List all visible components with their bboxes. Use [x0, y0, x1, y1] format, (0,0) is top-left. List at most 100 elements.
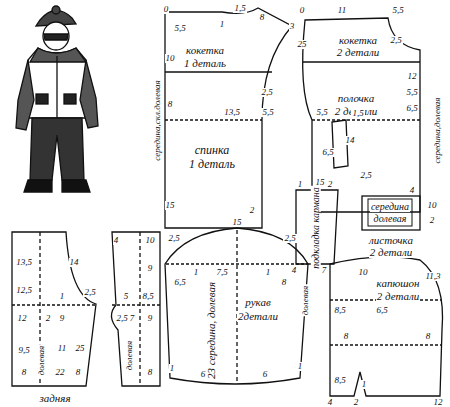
dimension-label: 1 — [59, 292, 66, 301]
dimension-label: 0 — [299, 6, 306, 15]
piece-name: долевая — [373, 214, 408, 224]
dimension-label: 2 — [45, 314, 52, 323]
dimension-label: 2,5 — [83, 288, 96, 297]
dimension-label: 1 — [297, 180, 304, 189]
dimension-label: 6 — [200, 370, 207, 379]
dimension-label: 12,5 — [15, 286, 33, 295]
dimension-label: 2,5 — [283, 234, 296, 243]
dimension-label: 5,5 — [315, 108, 328, 117]
dimension-label: 2 — [353, 398, 360, 407]
piece-name: кокетка — [185, 45, 225, 56]
dimension-label: 1 — [265, 268, 272, 277]
dimension-label: 7 — [129, 314, 136, 323]
dimension-label: 7,5 — [215, 268, 228, 277]
dimension-label: 1 — [297, 362, 304, 371]
dimension-label: долевая — [301, 284, 310, 316]
dimension-label: 2,5 — [389, 36, 402, 45]
dimension-label: 11 — [337, 6, 347, 15]
piece-name: рукав — [244, 297, 271, 308]
piece-name: подкладка кармана — [311, 186, 321, 270]
dimension-label: 8 — [281, 278, 288, 287]
dimension-label: 1,5 — [233, 4, 246, 13]
dimension-label: 9 — [147, 314, 154, 323]
dimension-label: 1 — [193, 268, 200, 277]
dimension-label: 8 — [21, 368, 28, 377]
dimension-label: 15 — [165, 201, 176, 210]
dimension-label: 10 — [165, 54, 176, 63]
dimension-label: 12 — [407, 72, 418, 81]
piece-name: 2 детали — [369, 247, 414, 258]
piece-name: 1 деталь — [188, 158, 236, 170]
dimension-label: 12 — [17, 314, 28, 323]
dimension-label: 15 — [315, 178, 326, 187]
dimension-label: 13,5 — [15, 258, 33, 267]
dimension-label: долевая — [37, 344, 46, 376]
dimension-label: 4 — [327, 398, 334, 407]
dimension-label: 2 — [249, 206, 256, 215]
dimension-label: середина,скл.долевая — [153, 79, 162, 161]
dimension-label: 0 — [163, 5, 170, 14]
dimension-label: 15 — [232, 218, 243, 227]
dimension-label: 2 — [327, 180, 334, 189]
piece-name: 23 середина, долевая — [207, 280, 218, 379]
dimension-label: 1 — [361, 380, 368, 389]
dimension-label: 10 — [358, 268, 369, 277]
dimension-label: 8 — [343, 332, 350, 341]
piece-name: листочка — [368, 235, 414, 246]
dimension-label: 14 — [345, 136, 356, 145]
piece-name: 2 детали — [376, 291, 421, 302]
dimension-label: 14 — [69, 258, 80, 267]
dimension-label: 8,5 — [141, 292, 154, 301]
dimension-label: 8,5 — [333, 376, 346, 385]
piece-name: кокетка — [338, 35, 378, 46]
dimension-label: 8 — [167, 100, 174, 109]
dimension-label: 9 — [59, 314, 66, 323]
dimension-label: 4 — [409, 186, 416, 195]
piece-name: капюшон — [376, 278, 421, 289]
dimension-label: 10 — [145, 236, 156, 245]
dimension-label: 12 — [433, 398, 444, 407]
dimension-label: 6,5 — [405, 104, 418, 113]
dimension-label: 5,5 — [261, 108, 274, 117]
dimension-label: 8 — [259, 13, 266, 22]
dimension-label: 9,5 — [17, 346, 30, 355]
piece-name: середина — [370, 202, 410, 212]
dimension-label: 6,5 — [173, 278, 186, 287]
dimension-label: 8 — [425, 332, 432, 341]
dimension-label: 25 — [297, 40, 308, 49]
dimension-label: 11 — [57, 344, 67, 353]
piece-name: полочка — [337, 93, 376, 104]
dimension-label: 3 — [289, 22, 296, 31]
dimension-label: 22 — [55, 368, 66, 377]
piece-name: 2детали — [237, 311, 279, 322]
dimension-label: 7 — [321, 266, 328, 275]
dimension-label: 1,5 — [351, 109, 364, 118]
boy-illustration — [16, 6, 98, 192]
dimension-label: 8 — [75, 368, 82, 377]
dimension-label: середина,долевая — [433, 96, 442, 164]
dimension-label: долевая — [125, 339, 134, 371]
dimension-label: 2 — [429, 216, 436, 225]
piece-name: 2 детали — [336, 47, 381, 58]
dimension-label: 5,5 — [173, 24, 186, 33]
dimension-label: 11,3 — [424, 272, 441, 281]
dimension-label: 5,5 — [391, 6, 404, 15]
dimension-label: 5,5 — [405, 88, 418, 97]
dimension-label: 2,5 — [115, 314, 128, 323]
dimension-label: 4 — [291, 266, 298, 275]
dimension-label: 8 — [147, 368, 154, 377]
piece-name: задняя — [38, 393, 71, 404]
dimension-label: 6,5 — [375, 306, 388, 315]
dimension-label: 1 — [219, 20, 226, 29]
dimension-label: 13,5 — [223, 108, 241, 117]
piece-name: 1 деталь — [183, 58, 227, 69]
dimension-label: 25 — [75, 344, 86, 353]
dimension-label: 4 — [113, 236, 120, 245]
dimension-label: 5 — [123, 292, 130, 301]
dimension-label: 2,5 — [359, 171, 372, 180]
dimension-label: 6 — [262, 370, 269, 379]
dimension-label: 9 — [147, 264, 154, 273]
piece-name: спинка — [194, 144, 231, 156]
dimension-label: 6,5 — [321, 148, 334, 157]
